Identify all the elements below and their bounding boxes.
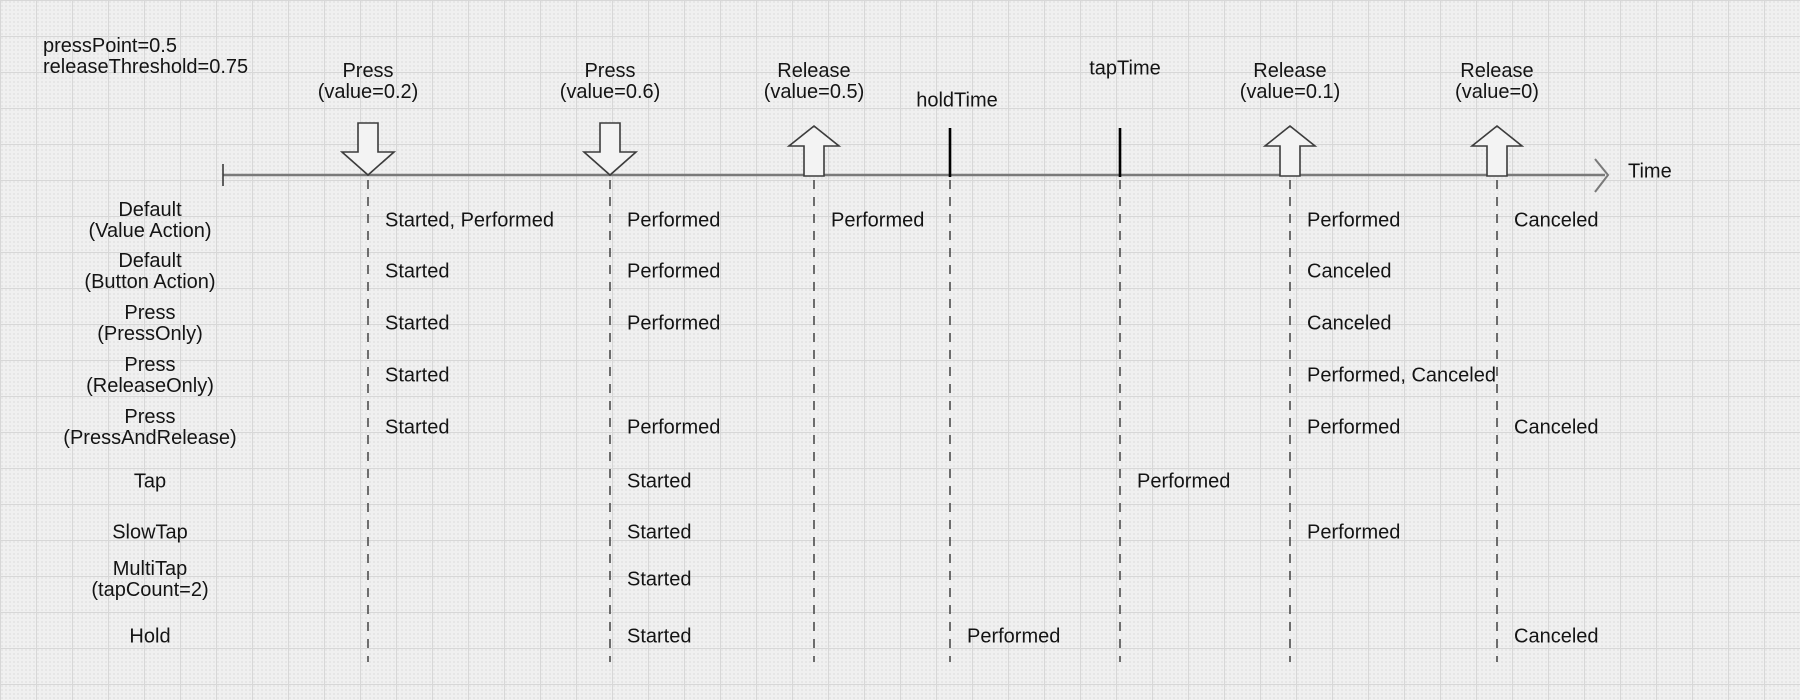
row-label: Default (Button Action) (84, 250, 216, 293)
event-label: Performed (627, 209, 721, 232)
release-arrow-up-icon (786, 124, 842, 177)
event-label: Performed (627, 416, 721, 439)
row-label: SlowTap (112, 521, 188, 544)
event-label: Canceled (1514, 625, 1599, 648)
event-label: Started (627, 568, 692, 591)
release-arrow-up-icon (1262, 124, 1318, 177)
press-arrow-down-icon (339, 122, 397, 177)
column-header-holdTime: holdTime (916, 89, 998, 112)
column-header-release-value-0: Release (value=0) (1455, 60, 1539, 103)
event-label: Canceled (1307, 312, 1392, 335)
event-label: Performed (967, 625, 1061, 648)
event-label: Performed (627, 312, 721, 335)
event-label: Performed (1137, 470, 1231, 493)
event-label: Started (385, 364, 450, 387)
event-label: Performed (1307, 209, 1401, 232)
row-label: Press (ReleaseOnly) (86, 354, 214, 397)
event-label: Canceled (1514, 209, 1599, 232)
time-axis-arrowhead-icon (1594, 158, 1610, 193)
row-label: MultiTap (tapCount=2) (91, 558, 209, 601)
event-label: Started, Performed (385, 209, 554, 232)
event-label: Performed, Canceled (1307, 364, 1496, 387)
event-label: Performed (831, 209, 925, 232)
event-label: Started (627, 521, 692, 544)
row-label: Hold (129, 625, 171, 648)
event-label: Canceled (1307, 260, 1392, 283)
release-arrow-up-icon (1469, 124, 1525, 177)
event-label: Started (385, 312, 450, 335)
column-header-press-value-0.6: Press (value=0.6) (559, 60, 661, 103)
event-label: Canceled (1514, 416, 1599, 439)
row-label: Press (PressAndRelease) (63, 406, 237, 449)
column-header-release-value-0.5: Release (value=0.5) (763, 60, 865, 103)
event-label: Performed (1307, 521, 1401, 544)
row-label: Default (Value Action) (88, 199, 212, 242)
press-settings-annotation: pressPoint=0.5 releaseThreshold=0.75 (43, 35, 249, 78)
column-header-release-value-0.1: Release (value=0.1) (1239, 60, 1341, 103)
event-label: Started (385, 260, 450, 283)
column-header-press-value-0.2: Press (value=0.2) (317, 60, 419, 103)
event-label: Started (385, 416, 450, 439)
row-label: Press (PressOnly) (97, 302, 203, 345)
event-label: Started (627, 470, 692, 493)
event-label: Started (627, 625, 692, 648)
event-label: Performed (1307, 416, 1401, 439)
row-label: Tap (133, 470, 167, 493)
column-header-tapTime: tapTime (1089, 57, 1161, 80)
press-arrow-down-icon (581, 122, 639, 177)
event-label: Performed (627, 260, 721, 283)
time-axis-label: Time (1628, 160, 1672, 183)
